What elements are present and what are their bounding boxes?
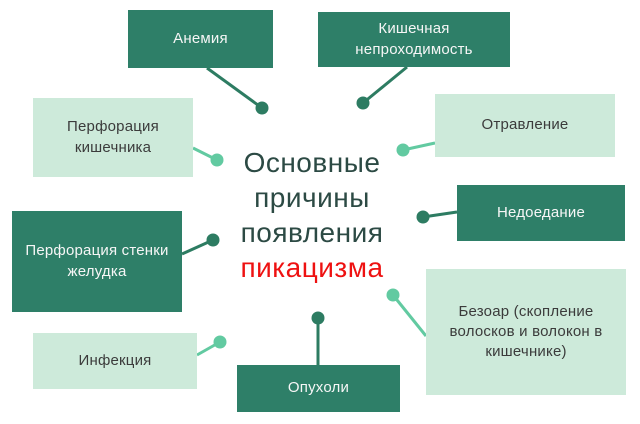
connector-intestinal-obstruction xyxy=(362,65,408,105)
node-malnutrition: Недоедание xyxy=(457,185,625,241)
node-infection-label: Инфекция xyxy=(78,351,152,369)
title-line-3: появления xyxy=(240,217,384,248)
connector-anemia xyxy=(206,66,263,110)
node-tumors-label: Опухоли xyxy=(287,379,350,397)
node-tumors: Опухоли xyxy=(237,365,400,412)
connector-dot-malnutrition xyxy=(416,210,430,224)
title-highlight-word: пикацизма xyxy=(240,252,384,283)
title-line-2: причины xyxy=(254,182,370,213)
node-bezoar: Безоар (скопление волосков и волокон в к… xyxy=(426,269,626,395)
connector-dot-tumors xyxy=(311,311,325,325)
connector-dot-anemia xyxy=(255,101,269,115)
node-infection: Инфекция xyxy=(33,333,197,389)
node-intestinal-perforation-label: Перфорация кишечника xyxy=(67,118,159,156)
connector-dot-intestinal-perforation xyxy=(210,153,224,167)
connector-dot-intestinal-obstruction xyxy=(356,96,370,110)
node-poisoning-label: Отравление xyxy=(481,116,569,134)
node-poisoning: Отравление xyxy=(435,94,615,157)
node-bezoar-label: Безоар (скопление волосков и волокон в к… xyxy=(449,302,603,361)
node-anemia: Анемия xyxy=(128,10,273,68)
node-anemia-label: Анемия xyxy=(173,29,228,47)
diagram-title: Основные причины появления пикацизма xyxy=(212,145,412,285)
node-malnutrition-label: Недоедание xyxy=(496,203,586,221)
connector-bezoar xyxy=(391,294,428,337)
connector-dot-stomach-wall-perforation xyxy=(206,233,220,247)
node-intestinal-perforation: Перфорация кишечника xyxy=(33,98,193,177)
node-stomach-wall-perforation: Перфорация стенки желудка xyxy=(12,211,182,312)
node-intestinal-obstruction: Кишечная непроходимость xyxy=(318,12,510,67)
connector-dot-poisoning xyxy=(396,143,410,157)
title-line-1: Основные xyxy=(243,147,381,178)
connector-dot-infection xyxy=(213,335,227,349)
node-stomach-wall-perforation-label: Перфорация стенки желудка xyxy=(25,242,169,280)
node-intestinal-obstruction-label: Кишечная непроходимость xyxy=(355,20,473,58)
connector-dot-bezoar xyxy=(386,288,400,302)
